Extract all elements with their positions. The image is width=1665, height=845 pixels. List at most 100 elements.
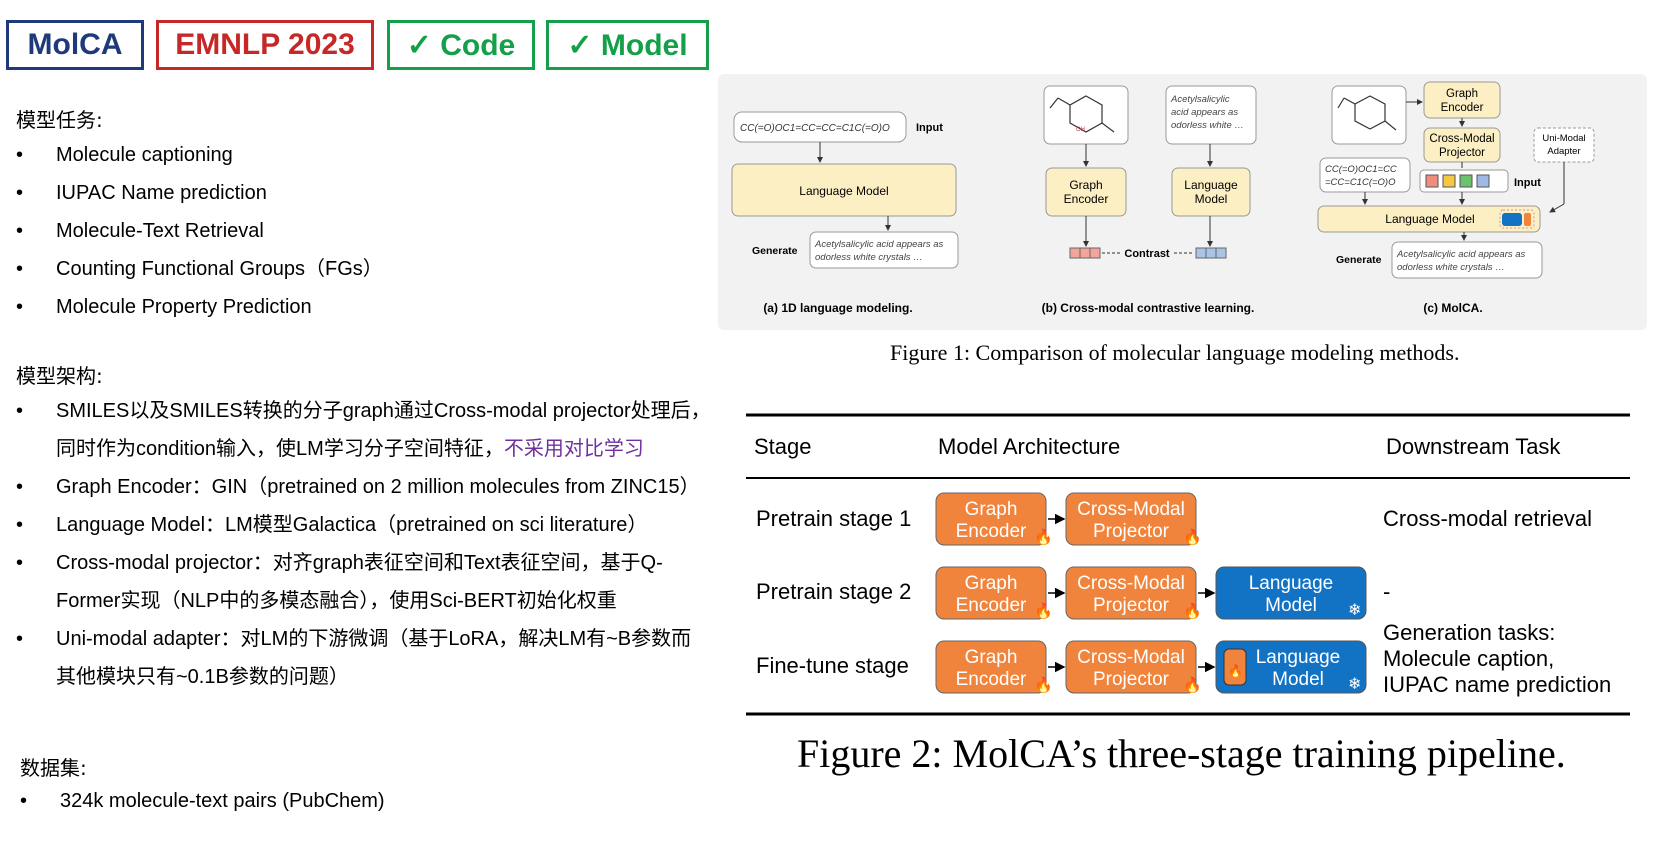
language-model-label: Language Model [799, 184, 888, 198]
dataset-list: 324k molecule-text pairs (PubChem) [20, 782, 385, 820]
row-3-lm-label-1: Language [1256, 647, 1341, 668]
arch-item-5b: 其他模块只有~0.1B参数的问题） [56, 666, 349, 688]
row-3-task-2: Molecule caption, [1383, 646, 1554, 671]
molca-graph-label-2: Encoder [1441, 102, 1484, 114]
list-item: Language Model：LM模型Galactica（pretrained … [16, 506, 711, 544]
molca-molecule-image [1331, 85, 1407, 145]
molca-lm-label: Language Model [1385, 212, 1474, 226]
lora-blue [1502, 213, 1522, 226]
molca-output-2: odorless white crystals … [1397, 262, 1505, 273]
text-box [1165, 85, 1257, 145]
soft-prompt-tokens [1425, 174, 1490, 188]
row-2-proj-label-2: Projector [1093, 595, 1170, 616]
molca-smiles-2: =CC=C1C(=O)O [1325, 177, 1396, 188]
row-3-lm-label-2: Model [1272, 669, 1324, 690]
model-badge[interactable]: ✓ Model [546, 20, 709, 70]
header-architecture: Model Architecture [938, 434, 1120, 459]
row-3-proj-label-1: Cross-Modal [1077, 647, 1185, 668]
list-item: 324k molecule-text pairs (PubChem) [20, 782, 385, 820]
row-2-lm-label-2: Model [1265, 595, 1317, 616]
molecule-structure [1049, 95, 1115, 133]
text-line-3: odorless white … [1171, 120, 1244, 131]
row-3-lora-adapter [1223, 648, 1247, 686]
row-3-projector [1065, 640, 1197, 694]
panel-a-label: (a) 1D language modeling. [763, 301, 912, 315]
arch-title: 模型架构: [16, 364, 103, 388]
row-2-graph-label-1: Graph [965, 573, 1018, 594]
lora-slot [1499, 209, 1535, 229]
tasks-list: Molecule captioning IUPAC Name predictio… [16, 136, 383, 326]
arch-highlight: 不采用对比学习 [503, 438, 644, 460]
row-2-projector [1065, 566, 1197, 620]
row-2-proj-flame-icon: 🔥 [1183, 602, 1202, 620]
code-badge[interactable]: ✓ Code [387, 20, 535, 70]
figure-1: CC(=O)OC1=CC=CC=C1C(=O)O Input Language … [718, 74, 1647, 330]
adapter-label-2: Adapter [1547, 146, 1580, 157]
row-3-language-model [1215, 640, 1367, 694]
graph-embedding [1069, 247, 1101, 259]
tasks-title: 模型任务: [16, 108, 103, 132]
text-lm-label-1: Language [1184, 178, 1238, 192]
row-3-proj-flame-icon: 🔥 [1183, 676, 1202, 694]
graph-encoder-label-1: Graph [1069, 178, 1102, 192]
figure-2: Stage Model Architecture Downstream Task… [746, 412, 1630, 718]
molca-smiles-1: CC(=O)OC1=CC [1325, 164, 1397, 175]
molca-generate-label: Generate [1336, 254, 1382, 266]
row-2-graph-label-2: Encoder [956, 595, 1027, 616]
panel-b-label: (b) Cross-modal contrastive learning. [1042, 301, 1255, 315]
row-3-snowflake-icon: ❄ [1348, 676, 1361, 693]
row-3-proj-label-2: Projector [1093, 669, 1170, 690]
figure-1-diagram: CC(=O)OC1=CC=CC=C1C(=O)O Input Language … [731, 81, 1595, 315]
figure-1-caption: Figure 1: Comparison of molecular langua… [890, 340, 1460, 365]
molca-language-model [1317, 205, 1541, 233]
row-3-graph-label-1: Graph [965, 647, 1018, 668]
list-item: Cross-modal projector：对齐graph表征空间和Text表征… [16, 544, 711, 620]
list-item: Graph Encoder：GIN（pretrained on 2 millio… [16, 468, 711, 506]
row-2-graph-encoder [935, 566, 1047, 620]
molca-input-label: Input [1514, 177, 1541, 189]
header-task: Downstream Task [1386, 434, 1561, 459]
molecule-image [1043, 85, 1129, 145]
row-1-task: Cross-modal retrieval [1383, 506, 1592, 531]
row-3-graph-label-2: Encoder [956, 669, 1027, 690]
dataset-title: 数据集: [20, 756, 87, 780]
molca-badge: MolCA [6, 20, 144, 70]
row-1-stage: Pretrain stage 1 [756, 506, 911, 531]
molca-output-box [1391, 241, 1543, 279]
row-3-stage: Fine-tune stage [756, 653, 909, 678]
molca-graph-label-1: Graph [1446, 88, 1478, 100]
graph-encoder-label-2: Encoder [1064, 192, 1109, 206]
lora-orange [1524, 213, 1531, 226]
row-2-language-model [1215, 566, 1367, 620]
output-line-2: odorless white crystals … [815, 252, 923, 263]
row-1-graph-label-1: Graph [965, 499, 1018, 520]
generate-label: Generate [752, 245, 798, 257]
panel-c-label: (c) MolCA. [1423, 301, 1482, 315]
row-1-proj-flame-icon: 🔥 [1183, 528, 1202, 546]
oxygen-label: OH [1076, 127, 1085, 133]
molca-output-1: Acetylsalicylic acid appears as [1396, 249, 1526, 260]
text-lm-label-2: Model [1195, 192, 1228, 206]
list-item: Uni-modal adapter：对LM的下游微调（基于LoRA，解决LM有~… [16, 620, 711, 696]
list-item: Molecule-Text Retrieval [16, 212, 383, 250]
figure-2-table: Stage Model Architecture Downstream Task… [746, 413, 1630, 716]
contrast-label: Contrast [1124, 248, 1170, 260]
list-item: Molecule captioning [16, 136, 383, 174]
text-line-1: Acetylsalicylic [1170, 94, 1230, 105]
arch-item-4a: Cross-modal projector：对齐graph表征空间和Text表征… [56, 552, 663, 574]
row-2-stage: Pretrain stage 2 [756, 579, 911, 604]
arch-item-1a: SMILES以及SMILES转换的分子graph通过Cross-modal pr… [56, 400, 711, 422]
row-3-task-3: IUPAC name prediction [1383, 672, 1611, 697]
row-3-task-1: Generation tasks: [1383, 620, 1555, 645]
row-1-flame-icon: 🔥 [1034, 528, 1053, 546]
arch-list: SMILES以及SMILES转换的分子graph通过Cross-modal pr… [16, 392, 711, 696]
row-2-snowflake-icon: ❄ [1348, 602, 1361, 619]
row-3-graph-encoder [935, 640, 1047, 694]
list-item: Counting Functional Groups（FGs） [16, 250, 383, 288]
input-label: Input [916, 122, 943, 134]
smiles-text: CC(=O)OC1=CC=CC=C1C(=O)O [740, 123, 890, 134]
output-line-1: Acetylsalicylic acid appears as [814, 239, 944, 250]
arch-item-4b: Former实现（NLP中的多模态融合），使用Sci-BERT初始化权重 [56, 590, 617, 612]
arch-item-5a: Uni-modal adapter：对LM的下游微调（基于LoRA，解决LM有~… [56, 628, 692, 650]
row-2-proj-label-1: Cross-Modal [1077, 573, 1185, 594]
